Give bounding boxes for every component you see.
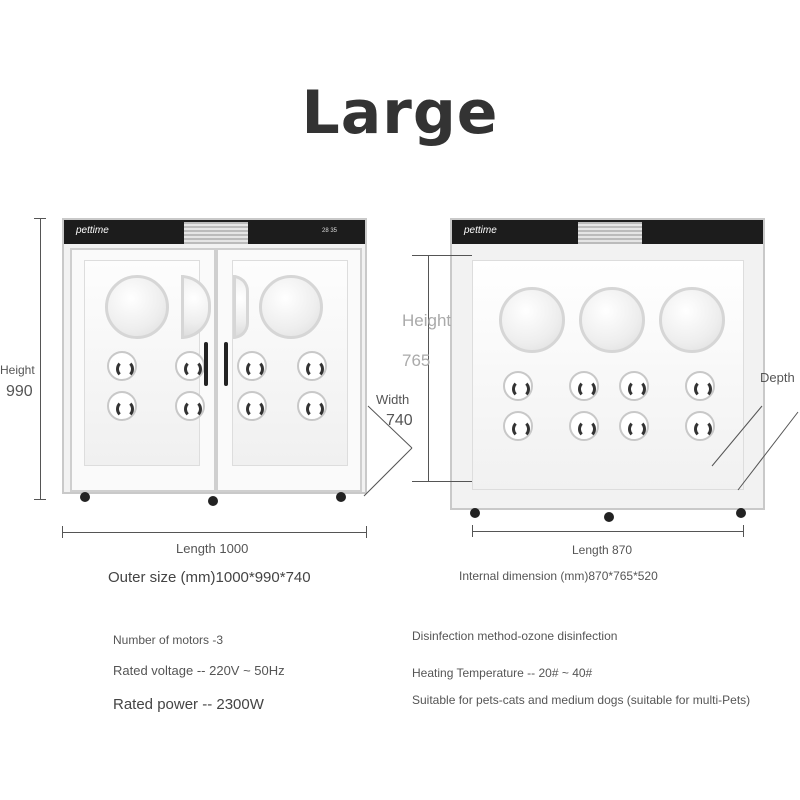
left-length-line — [62, 532, 367, 533]
fan-icon — [237, 351, 267, 381]
outer-size: Outer size (mm)1000*990*740 — [108, 569, 311, 586]
left-handle-1 — [204, 342, 208, 386]
spec-voltage: Rated voltage -- 220V ~ 50Hz — [113, 663, 285, 678]
left-cabinet: pettime 28 35 — [62, 218, 367, 506]
fan-icon — [107, 351, 137, 381]
right-cabinet: pettime — [450, 218, 765, 522]
left-vent — [184, 222, 248, 244]
wheel — [604, 512, 614, 522]
left-panel-readout: 28 35 — [322, 228, 338, 234]
fan-icon — [619, 371, 649, 401]
fan-dome — [259, 275, 323, 339]
left-door-2 — [216, 248, 362, 492]
left-window-2 — [232, 260, 348, 466]
fan-icon — [175, 351, 205, 381]
wheel — [736, 508, 746, 518]
right-brand-logo: pettime — [464, 225, 497, 236]
wheel — [208, 496, 218, 506]
fan-dome — [659, 287, 725, 353]
right-length-label: Length 870 — [572, 543, 633, 557]
right-height-line — [428, 255, 429, 482]
dimension-tick — [34, 218, 46, 219]
fan-dome — [579, 287, 645, 353]
wheel — [80, 492, 90, 502]
page-title: Large — [301, 78, 499, 148]
left-door-1 — [70, 248, 216, 492]
spec-disinfection: Disinfection method-ozone disinfection — [412, 629, 618, 643]
right-depth-label: Depth — [760, 370, 795, 385]
fan-icon — [237, 391, 267, 421]
dimension-tick — [62, 526, 63, 538]
fan-dome — [233, 275, 249, 339]
left-width-value: 740 — [386, 412, 413, 429]
internal-dimension: Internal dimension (mm)870*765*520 — [459, 569, 658, 583]
left-window-1 — [84, 260, 211, 466]
wheel — [470, 508, 480, 518]
right-interior — [472, 260, 744, 490]
dimension-tick — [412, 481, 472, 482]
left-width-label: Width — [376, 392, 410, 407]
left-height-label: Height — [0, 363, 35, 377]
left-handle-2 — [224, 342, 228, 386]
fan-icon — [685, 371, 715, 401]
dimension-tick — [412, 255, 472, 256]
fan-icon — [685, 411, 715, 441]
fan-icon — [175, 391, 205, 421]
wheel — [336, 492, 346, 502]
spec-suitable: Suitable for pets-cats and medium dogs (… — [412, 693, 751, 707]
fan-icon — [297, 391, 327, 421]
left-brand-logo: pettime — [76, 225, 109, 236]
right-height-value: 765 — [402, 351, 431, 370]
right-length-line — [472, 531, 744, 532]
fan-icon — [107, 391, 137, 421]
fan-dome — [499, 287, 565, 353]
fan-icon — [569, 411, 599, 441]
fan-icon — [619, 411, 649, 441]
fan-icon — [503, 411, 533, 441]
spec-heating: Heating Temperature -- 20# ~ 40# — [412, 666, 593, 680]
fan-icon — [503, 371, 533, 401]
left-height-line — [40, 218, 41, 500]
right-depth-line — [711, 405, 799, 491]
spec-power: Rated power -- 2300W — [113, 696, 264, 713]
fan-icon — [297, 351, 327, 381]
fan-dome — [105, 275, 169, 339]
dimension-tick — [34, 499, 46, 500]
left-height-value: 990 — [6, 383, 33, 400]
right-height-label: Height — [402, 311, 452, 330]
spec-motors: Number of motors -3 — [113, 633, 224, 647]
fan-icon — [569, 371, 599, 401]
fan-dome — [181, 275, 211, 339]
right-vent — [578, 222, 642, 244]
left-length-label: Length 1000 — [176, 541, 249, 556]
left-width-line — [363, 405, 413, 497]
dimension-tick — [366, 526, 367, 538]
dimension-tick — [472, 525, 473, 537]
dimension-tick — [743, 525, 744, 537]
